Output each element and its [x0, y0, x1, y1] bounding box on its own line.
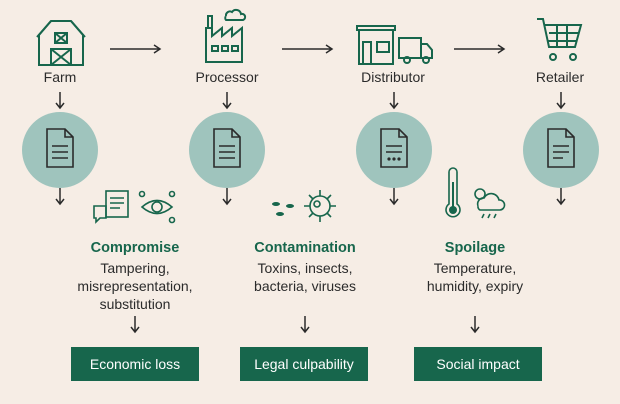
- risk-desc-line: Toxins, insects,: [257, 260, 353, 276]
- arrow-down-distributor-lower: [389, 188, 399, 206]
- risk-desc-line: humidity, expiry: [426, 278, 524, 294]
- insects-icon: [272, 202, 294, 216]
- arrow-down-outcome-legal: [300, 316, 310, 334]
- arrow-down-processor-lower: [222, 188, 232, 206]
- document-icon: [547, 128, 575, 168]
- document-chat-icon: [93, 190, 129, 224]
- document-icon: [213, 128, 241, 168]
- risk-desc-line: misrepresentation,: [77, 278, 193, 294]
- risk-title-spoilage: Spoilage: [444, 240, 506, 256]
- barn-icon: [36, 20, 86, 66]
- arrow-processor-to-distributor: [282, 44, 334, 54]
- shopping-cart-icon: [537, 18, 583, 61]
- record-circle-farm: [22, 112, 98, 188]
- thermometer-icon: [445, 167, 461, 218]
- outcome-economic-loss: Economic loss: [71, 347, 199, 381]
- stage-label-distributor: Distributor: [361, 69, 425, 85]
- document-icon: [46, 128, 74, 168]
- record-circle-retailer: [523, 112, 599, 188]
- outcome-social-impact: Social impact: [414, 347, 542, 381]
- arrow-down-farm: [55, 92, 65, 110]
- risk-desc-line: bacteria, viruses: [254, 278, 356, 294]
- risk-title-contamination: Contamination: [254, 240, 356, 256]
- eye-network-icon: [138, 190, 176, 224]
- stage-label-processor: Processor: [195, 69, 259, 85]
- risk-desc-line: Temperature,: [433, 260, 517, 276]
- arrow-down-outcome-social: [470, 316, 480, 334]
- bacteria-icon: [304, 190, 336, 222]
- risk-desc-compromise: Tampering, misrepresentation, substituti…: [60, 259, 210, 313]
- store-truck-icon: [356, 25, 433, 65]
- record-circle-distributor: [356, 112, 432, 188]
- stage-label-retailer: Retailer: [535, 69, 585, 85]
- risk-desc-line: Tampering,: [100, 260, 170, 276]
- arrow-down-outcome-economic: [130, 316, 140, 334]
- arrow-farm-to-processor: [110, 44, 162, 54]
- arrow-down-retailer: [556, 92, 566, 110]
- stage-label-farm: Farm: [43, 69, 77, 85]
- arrow-down-retailer-lower: [556, 188, 566, 206]
- outcome-legal-culpability: Legal culpability: [240, 347, 368, 381]
- risk-title-compromise: Compromise: [90, 240, 180, 256]
- document-icon: [380, 128, 408, 168]
- risk-desc-contamination: Toxins, insects, bacteria, viruses: [230, 259, 380, 295]
- factory-icon: [205, 8, 247, 63]
- arrow-down-processor: [222, 92, 232, 110]
- arrow-down-farm-lower: [55, 188, 65, 206]
- weather-icon: [474, 188, 506, 219]
- risk-desc-spoilage: Temperature, humidity, expiry: [400, 259, 550, 295]
- arrow-distributor-to-retailer: [454, 44, 506, 54]
- risk-desc-line: substitution: [99, 296, 171, 312]
- record-circle-processor: [189, 112, 265, 188]
- arrow-down-distributor: [389, 92, 399, 110]
